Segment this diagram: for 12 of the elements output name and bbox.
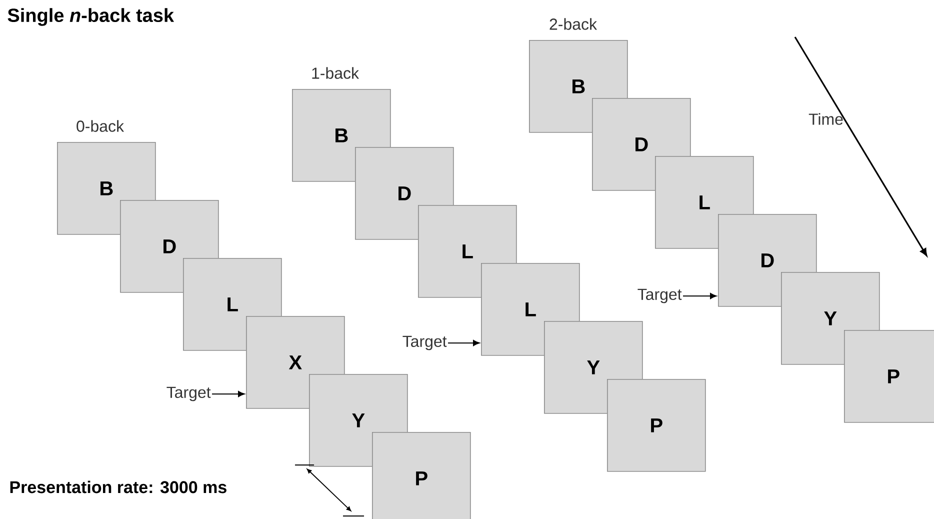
target-label: Target	[402, 336, 447, 350]
arrow	[448, 340, 480, 346]
letter-box: P	[372, 432, 471, 519]
time-label: Time	[808, 113, 843, 125]
letter-box: P	[607, 379, 706, 472]
arrow	[212, 390, 245, 398]
arrow	[682, 292, 717, 300]
title: Single n-back task	[8, 8, 174, 26]
target-label: Target	[166, 386, 211, 402]
letter-box: P	[844, 330, 934, 423]
rate-label: Presentation rate: 3000 ms	[10, 480, 226, 494]
target-label: Target	[638, 288, 682, 304]
